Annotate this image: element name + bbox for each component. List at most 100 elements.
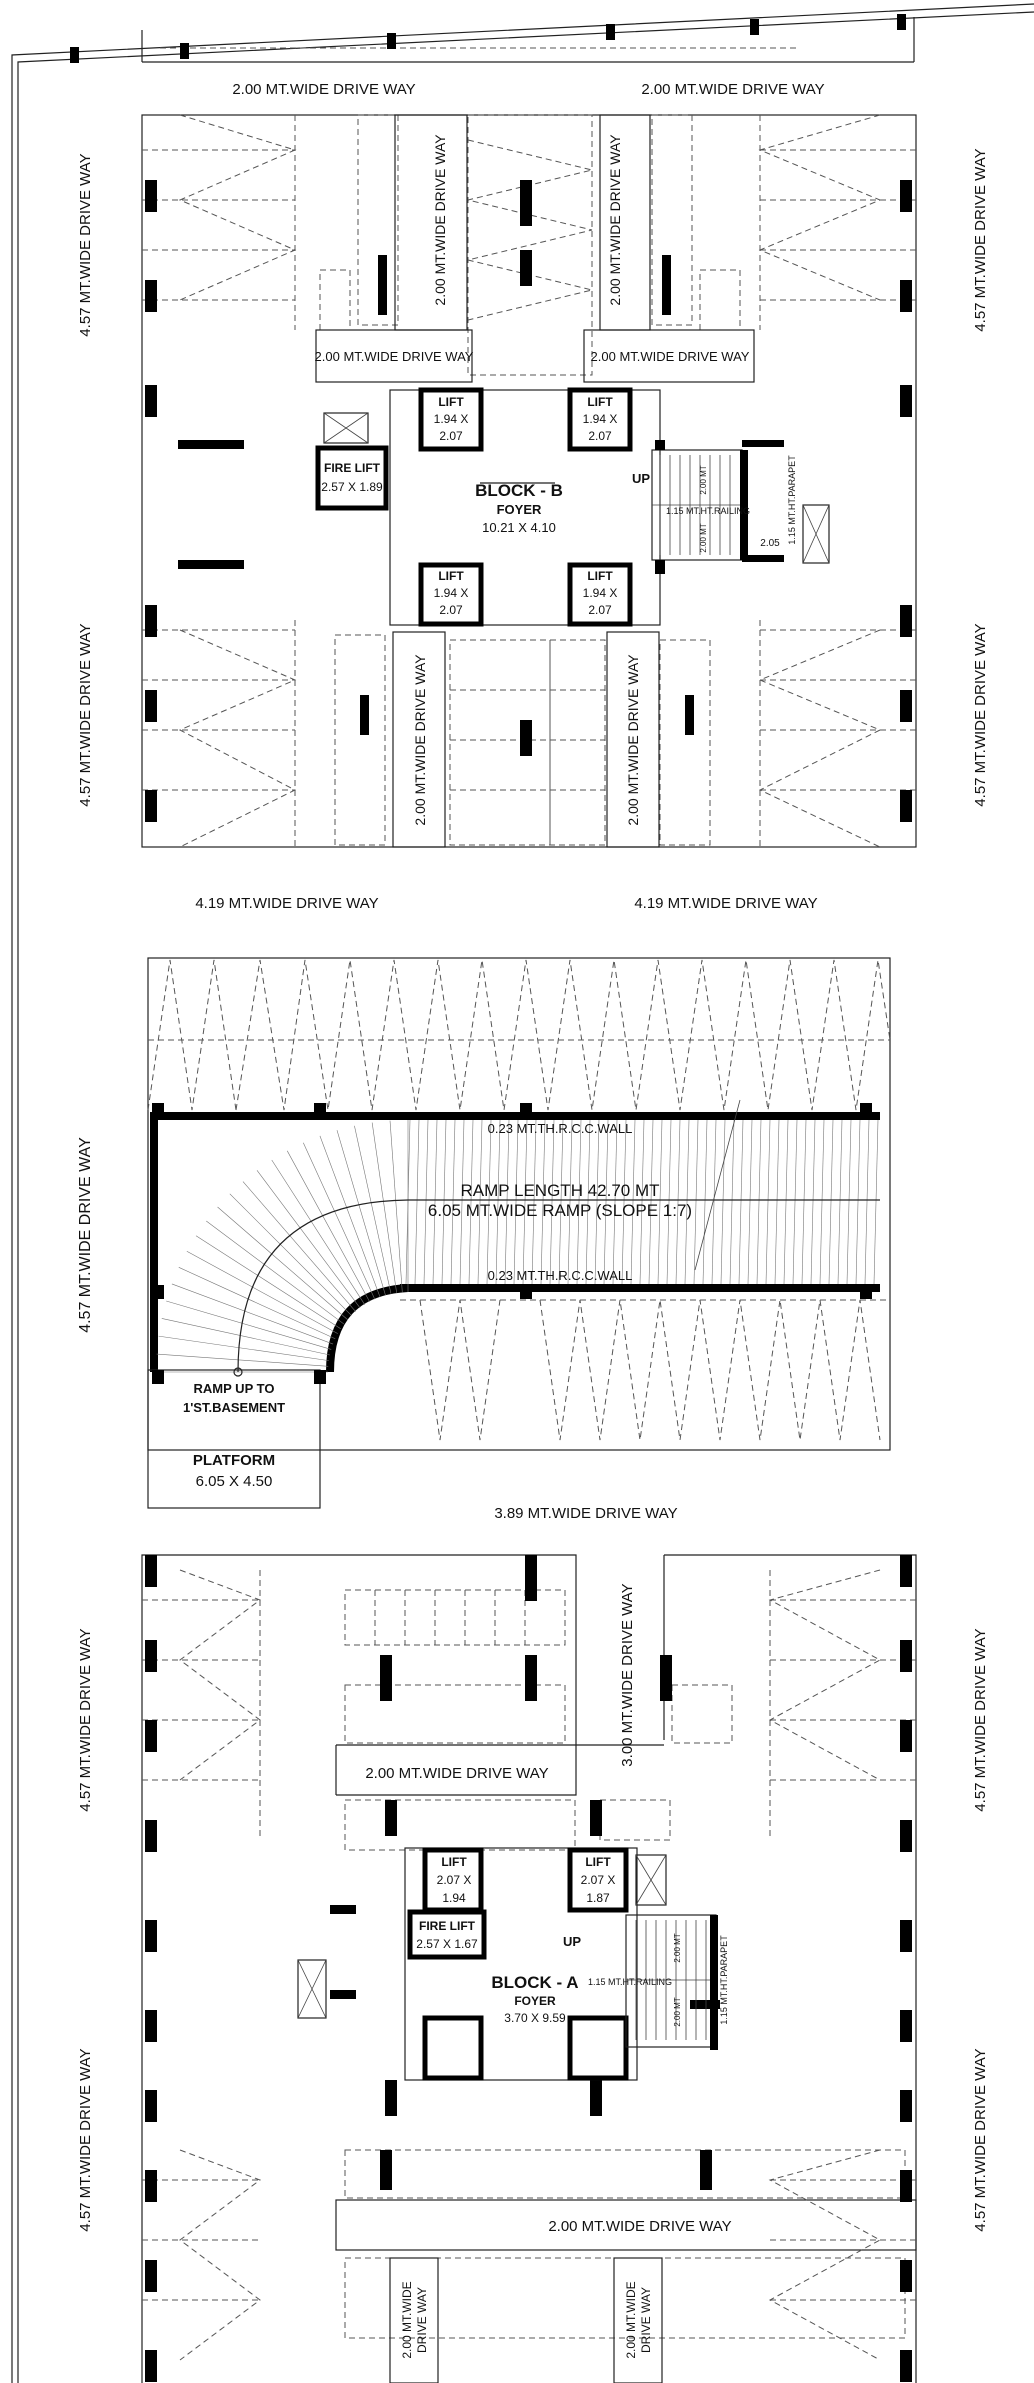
lift-b-2-dim-2: 2.07 <box>588 429 612 443</box>
lift-a-1-dim-1: 2.07 X <box>437 1873 472 1887</box>
block-a-foyer-dims: 3.70 X 9.59 <box>504 2011 566 2025</box>
lift-b-4-label: LIFT <box>587 569 613 583</box>
lift-a-2-dim-1: 2.07 X <box>581 1873 616 1887</box>
driveway-label-b-inner-left: 2.00 MT.WIDE DRIVE WAY <box>315 349 474 364</box>
site-boundary <box>11 3 1034 2383</box>
ramp-up-label-2: 1'ST.BASEMENT <box>183 1400 285 1415</box>
driveway-label-b-vert-3: 2.00 MT.WIDE DRIVE WAY <box>412 654 428 826</box>
lift-b-3-dim-1: 1.94 X <box>434 586 469 600</box>
driveway-label-mid-left: 4.19 MT.WIDE DRIVE WAY <box>195 895 378 912</box>
driveway-label-a-stack-left-1: 2.00 MT.WIDE <box>400 2281 414 2358</box>
shaft-b <box>323 412 369 444</box>
ramp-centerline <box>237 1199 880 1373</box>
block-b-railing-label: 1.15 MT.HT.RAILING <box>666 506 750 516</box>
driveway-label-mid-right: 4.19 MT.WIDE DRIVE WAY <box>634 895 817 912</box>
driveway-label-389: 3.89 MT.WIDE DRIVE WAY <box>494 1505 677 1522</box>
b-vertical-driveway-left <box>394 114 468 331</box>
driveway-label-a-stack-right-2: DRIVE WAY <box>639 2287 653 2353</box>
a-parking-right-bays <box>768 1569 916 1840</box>
block-a-parapet-label: 1.15 MT.HT.PARAPET <box>719 1935 729 2025</box>
ramp-lower-bays <box>400 1299 890 1441</box>
b-lower-driveway-left <box>392 631 446 848</box>
ramp-wall-top <box>150 1112 880 1120</box>
a-vertical-drive-left <box>389 2257 439 2383</box>
lift-b-2-dim-1: 1.94 X <box>583 412 618 426</box>
parking-bays-left-lower <box>142 620 297 848</box>
lift-b-4-dim-1: 1.94 X <box>583 586 618 600</box>
lift-a-2-label: LIFT <box>585 1855 611 1869</box>
block-b-foyer-dims: 10.21 X 4.10 <box>482 520 556 535</box>
driveway-label-a-right-lower: 4.57 MT.WIDE DRIVE WAY <box>972 2048 989 2231</box>
b-inner-driveway-right <box>583 329 755 383</box>
staircase-b <box>651 440 830 574</box>
ramp-section <box>147 957 891 1509</box>
block-a-foyer-label: FOYER <box>514 1994 556 2008</box>
parking-bays-left-upper <box>142 114 297 330</box>
lift-b-4 <box>567 562 633 627</box>
driveway-label-a-200-bottom: 2.00 MT.WIDE DRIVE WAY <box>548 2218 731 2235</box>
ramp-hatching <box>156 1119 879 1373</box>
lift-b-3-dim-2: 2.07 <box>439 603 463 617</box>
lift-b-2 <box>567 387 633 452</box>
lift-b-1-dim-2: 2.07 <box>439 429 463 443</box>
a-bottom-driveway <box>335 2199 917 2251</box>
lift-a-2-dim-2: 1.87 <box>586 1891 610 1905</box>
driveway-label-top-right: 2.00 MT.WIDE DRIVE WAY <box>641 81 824 98</box>
block-b-stair-dim-1: 2.00 MT <box>699 465 708 494</box>
ramp-top-bays <box>147 959 891 1111</box>
fire-lift-b-label: FIRE LIFT <box>324 461 381 475</box>
block-a-title: BLOCK - A <box>491 1973 578 1992</box>
lift-b-1 <box>418 387 484 452</box>
platform-label: PLATFORM <box>193 1452 275 1469</box>
block-a-foyer-outline <box>404 1847 638 2081</box>
driveway-label-top-left: 2.00 MT.WIDE DRIVE WAY <box>232 81 415 98</box>
driveway-label-a-200-top: 2.00 MT.WIDE DRIVE WAY <box>365 1765 548 1782</box>
lift-b-1-dim-1: 1.94 X <box>434 412 469 426</box>
block-b-up-label: UP <box>632 471 650 486</box>
driveway-label-b-left-lower: 4.57 MT.WIDE DRIVE WAY <box>77 623 94 806</box>
driveway-label-ramp-left: 4.57 MT.WIDE DRIVE WAY <box>77 1137 94 1333</box>
block-b-title: BLOCK - B <box>475 481 563 500</box>
driveway-label-b-right-lower: 4.57 MT.WIDE DRIVE WAY <box>972 623 989 806</box>
driveway-label-a-left-lower: 4.57 MT.WIDE DRIVE WAY <box>77 2048 94 2231</box>
b-vertical-driveway-right <box>599 114 651 331</box>
fire-lift-b <box>315 445 389 511</box>
parking-bays-center-upper <box>319 114 741 376</box>
fire-lift-a <box>407 1909 487 1960</box>
lift-a-3 <box>422 2015 484 2081</box>
lift-a-1-label: LIFT <box>441 1855 467 1869</box>
block-b-foyer-label: FOYER <box>497 502 542 517</box>
lift-b-2-label: LIFT <box>587 395 613 409</box>
block-b-parapet-label: 1.15 MT.HT.PARAPET <box>787 455 797 545</box>
parking-bays-center-lower <box>334 634 711 846</box>
block-a-stair-dim-1: 2.00 MT <box>673 1933 682 1962</box>
shaft-a-top <box>635 1854 667 1906</box>
a-parking-left-bays <box>142 1569 262 1840</box>
parking-bays-right-lower <box>758 620 916 848</box>
b-inner-driveway-left <box>315 329 473 383</box>
driveway-label-a-stack-left-2: DRIVE WAY <box>415 2287 429 2353</box>
driveway-label-a-right-upper: 4.57 MT.WIDE DRIVE WAY <box>972 1628 989 1811</box>
block-a-railing-label: 1.15 MT.HT.RAILING <box>588 1977 672 1987</box>
driveway-label-a-stack-right-1: 2.00 MT.WIDE <box>624 2281 638 2358</box>
driveway-label-b-vert-2: 2.00 MT.WIDE DRIVE WAY <box>607 134 623 306</box>
b-lower-driveway-right <box>606 631 660 848</box>
fire-lift-a-dims: 2.57 X 1.67 <box>416 1937 478 1951</box>
driveway-label-a-300: 3.00 MT.WIDE DRIVE WAY <box>619 1583 636 1766</box>
platform-dims: 6.05 X 4.50 <box>196 1473 273 1490</box>
driveway-label-b-inner-right: 2.00 MT.WIDE DRIVE WAY <box>591 349 750 364</box>
lift-b-3 <box>418 562 484 627</box>
ramp-wall-label-bottom: 0.23 MT.TH.R.C.C.WALL <box>488 1268 633 1283</box>
a-parking-center-bays <box>344 1589 733 1851</box>
lift-b-4-dim-2: 2.07 <box>588 603 612 617</box>
lift-b-3-label: LIFT <box>438 569 464 583</box>
fire-lift-b-dims: 2.57 X 1.89 <box>321 480 383 494</box>
boundary-columns <box>70 14 906 63</box>
parking-bays-right-upper <box>758 114 916 330</box>
block-a-stair-dim-2: 2.00 MT <box>673 1997 682 2026</box>
staircase-a <box>625 1914 718 2050</box>
driveway-label-b-vert-1: 2.00 MT.WIDE DRIVE WAY <box>432 134 448 306</box>
fire-lift-a-label: FIRE LIFT <box>419 1919 476 1933</box>
a-lower-bays <box>142 2149 916 2361</box>
platform-box <box>147 1369 321 1509</box>
